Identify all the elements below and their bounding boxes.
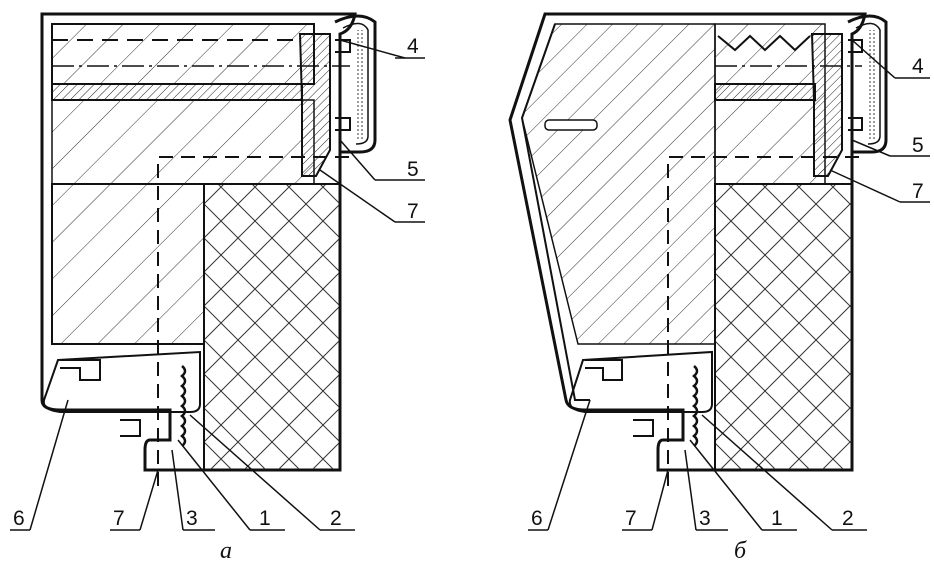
panel-a-fold-fastener (60, 359, 101, 381)
panel-a: 4 5 7 6 7 3 1 2 а (10, 12, 425, 564)
panel-b-label-4: 4 (912, 55, 924, 78)
panel-a-cover-inner (342, 22, 369, 145)
panel-a-profile (298, 33, 331, 177)
panel-a-clip (120, 419, 141, 437)
panel-b-fastener-5 (848, 117, 863, 131)
panel-b-profile (810, 33, 843, 177)
panel-b-seat-block (714, 183, 853, 471)
panel-b-caption: б (734, 538, 747, 564)
panel-b-stitch-line (692, 365, 699, 447)
panel-a-label-5: 5 (407, 158, 419, 181)
panel-a-label-7-bottom: 7 (113, 507, 125, 530)
panel-b-padding-strip (867, 30, 877, 140)
panel-a-caption: а (220, 538, 232, 564)
panel-a-fastener-5 (335, 117, 351, 131)
panel-a-middle-layer (51, 99, 315, 185)
panel-b-cover-hem (847, 14, 888, 154)
panel-b-cover-inner (855, 22, 881, 145)
panel-b-bottom-fold (568, 350, 713, 413)
panel-a-label-1: 1 (259, 507, 271, 530)
panel-a-board (51, 83, 303, 101)
panel-b-board (714, 83, 816, 101)
panel-a-stitch-line (180, 365, 187, 447)
panel-a-leaders (10, 39, 425, 531)
panel-a-cover-hem (334, 14, 377, 154)
panel-a-seat-block (203, 183, 341, 471)
panel-b-leaders (528, 39, 930, 531)
panel-a-label-3: 3 (186, 507, 198, 530)
panel-b-label-6: 6 (531, 507, 543, 530)
panel-b-clip (633, 419, 654, 437)
panel-b-front-block (521, 23, 716, 345)
panel-b-label-5: 5 (912, 134, 924, 157)
panel-a-label-4: 4 (407, 35, 419, 58)
panel-b-fastener-4 (848, 39, 863, 53)
panel-a-top-layer (51, 23, 315, 85)
panel-a-bottom-fold (42, 350, 201, 413)
panel-b: 4 5 7 6 7 3 1 2 б (508, 12, 930, 564)
panel-b-label-2: 2 (842, 507, 854, 530)
panel-b-label-3: 3 (699, 507, 711, 530)
panel-b-label-7-top: 7 (912, 180, 924, 203)
panel-b-spring (717, 34, 811, 52)
panel-a-label-6: 6 (13, 507, 25, 530)
panel-b-slot (544, 119, 598, 131)
panel-a-label-2: 2 (330, 507, 342, 530)
panel-a-vertical-block (51, 183, 205, 345)
panel-b-label-1: 1 (771, 507, 783, 530)
panel-a-label-7-top: 7 (407, 200, 419, 223)
panel-a-padding-strip (355, 30, 365, 140)
panel-b-label-7-bottom: 7 (625, 507, 637, 530)
panel-b-fold-fastener (585, 359, 623, 381)
